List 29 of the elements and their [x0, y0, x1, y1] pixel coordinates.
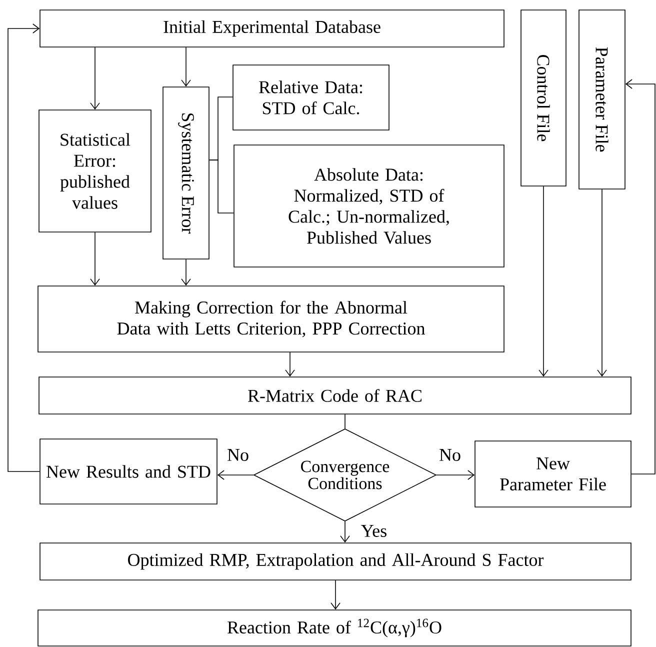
process-box: Optimized RMP, Extrapolation and All-Around S Factor	[40, 542, 632, 580]
process-box: Initial Experimental Database	[40, 10, 504, 48]
process-box: Making Correction for the Abnormal Data with Letts Criterion, PPP Correction	[38, 286, 504, 352]
arrow	[330, 580, 340, 610]
arrow	[181, 47, 191, 87]
arrow	[436, 470, 475, 480]
edge-label: No	[226, 448, 250, 462]
arrow	[340, 521, 350, 543]
data-box: Absolute Data: Normalized, STD of Calc.; Un-normalized, Published Values	[234, 144, 504, 268]
arrow	[285, 352, 295, 377]
process-box: Reaction Rate of $^{12}$C(α,γ)$^{16}$O	[38, 610, 632, 646]
arrow	[538, 186, 548, 377]
file-box: Control File	[520, 10, 566, 186]
arrow	[8, 24, 40, 472]
arrow	[625, 79, 656, 474]
edge-label: Yes	[360, 524, 388, 538]
arrow	[181, 259, 191, 286]
process-box: Statistical Error: published values	[38, 110, 152, 232]
data-box: Relative Data: STD of Calc.	[232, 64, 390, 130]
arrow	[597, 189, 607, 377]
edge-label: No	[438, 448, 462, 462]
file-box: Parameter File	[578, 10, 626, 190]
process-box: R-Matrix Code of RAC	[38, 376, 632, 414]
arrow	[90, 232, 100, 286]
arrow	[90, 47, 100, 110]
process-box: New Results and STD	[40, 438, 218, 504]
process-box: Systematic Error	[162, 86, 210, 260]
process-box: New Parameter File	[474, 440, 632, 508]
arrow	[217, 470, 254, 480]
